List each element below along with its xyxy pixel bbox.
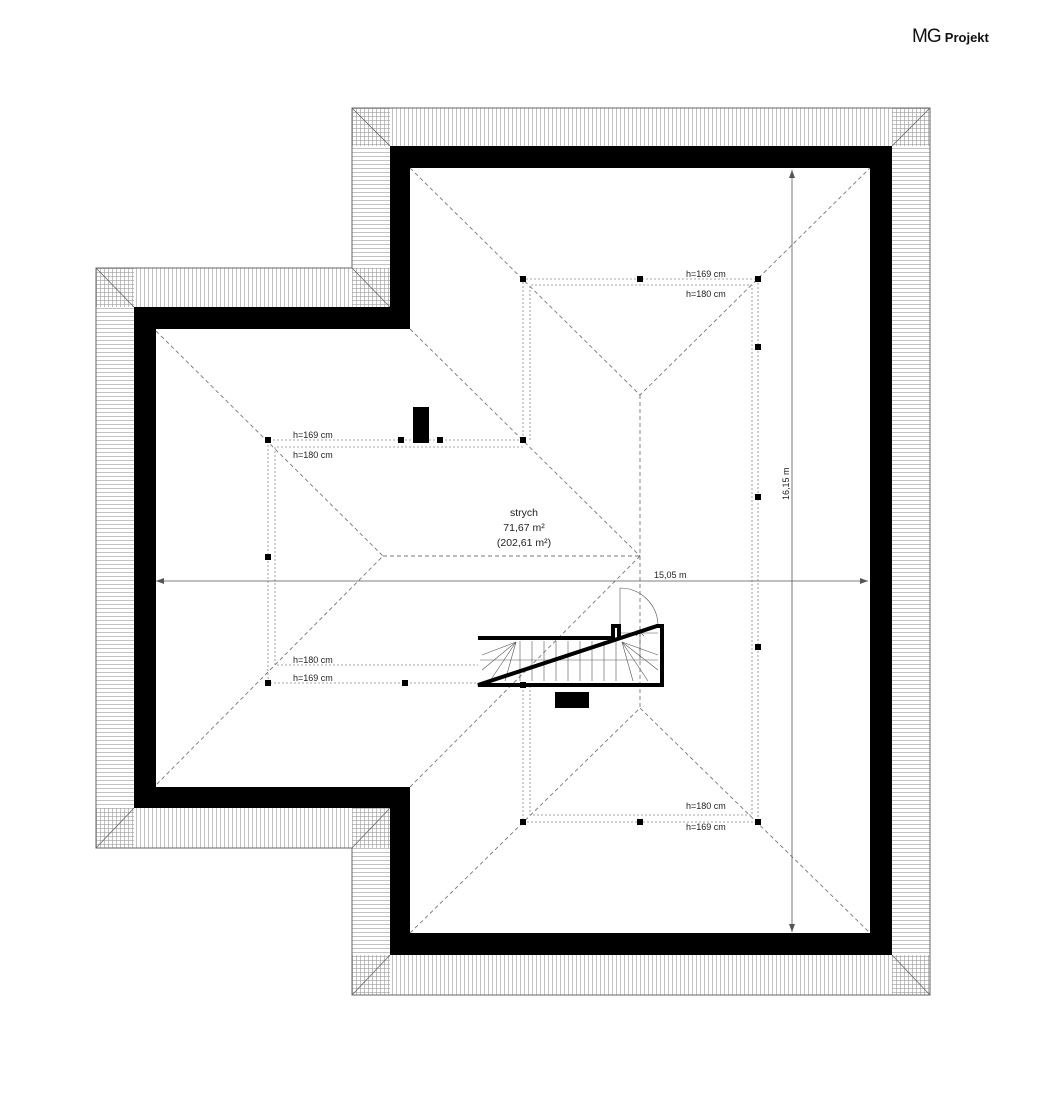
- knee-wall-label: h=180 cm: [293, 450, 333, 460]
- logo: MG Projekt: [912, 26, 989, 47]
- knee-wall-label: h=169 cm: [686, 822, 726, 832]
- depth-dimension-label: 16,15 m: [781, 467, 791, 500]
- width-dimension-label: 15,05 m: [654, 570, 687, 580]
- knee-wall-label: h=180 cm: [686, 289, 726, 299]
- knee-wall-label: h=169 cm: [293, 430, 333, 440]
- posts: [265, 276, 761, 825]
- room-total-area: (202,61 m²): [497, 537, 551, 549]
- ventilation-duct: [555, 692, 589, 708]
- dimension-lines: [156, 170, 868, 932]
- knee-wall-label: h=169 cm: [686, 269, 726, 279]
- chimney: [413, 407, 429, 443]
- staircase: [477, 587, 664, 687]
- knee-walls: [267, 278, 759, 823]
- room-name: strych: [510, 507, 538, 519]
- room-area: 71,67 m²: [503, 522, 545, 534]
- knee-wall-label: h=180 cm: [686, 801, 726, 811]
- roof-eaves: [95, 107, 931, 996]
- knee-wall-label: h=169 cm: [293, 673, 333, 683]
- knee-wall-label: h=180 cm: [293, 655, 333, 665]
